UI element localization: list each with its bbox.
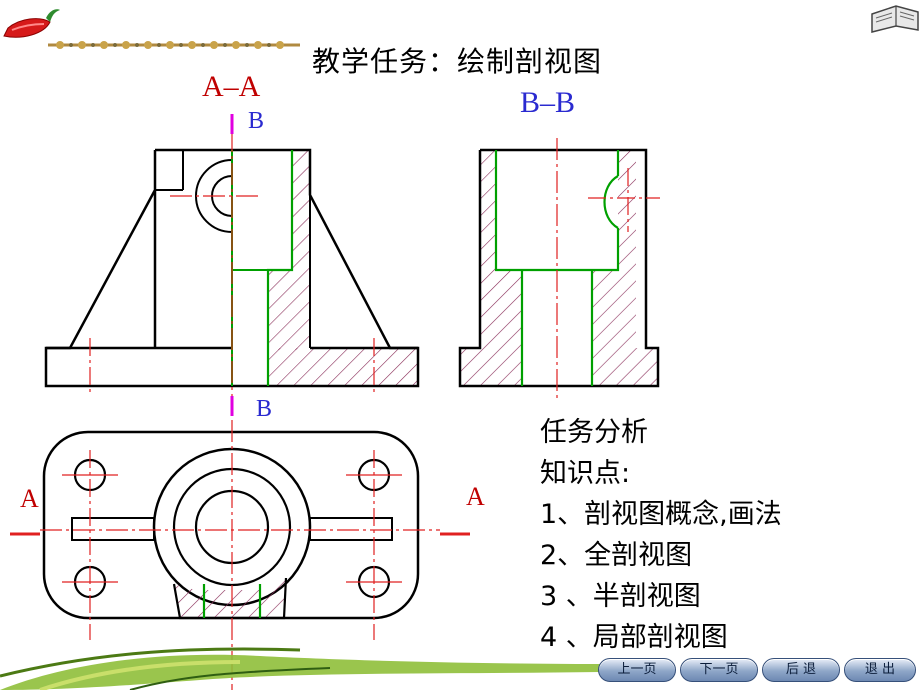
grass-decoration [0, 647, 620, 690]
knowledge-points-label: 知识点: [540, 458, 631, 489]
next-page-button[interactable]: 下一页 [680, 658, 758, 682]
front-section-view-aa [44, 114, 420, 416]
task-analysis-panel: 任务分析 知识点: 1、剖视图概念,画法 2、全剖视图 3 、半剖视图 4 、局… [540, 412, 782, 658]
knowledge-item: 2、全剖视图 [540, 540, 693, 571]
exit-button[interactable]: 退 出 [844, 658, 916, 682]
cut-label-a-right: A [466, 482, 485, 511]
section-label-bb: B–B [520, 86, 576, 119]
analysis-heading: 任务分析 [540, 417, 648, 448]
book-icon [871, 5, 919, 33]
side-section-view-bb [458, 138, 660, 400]
header-decoration [3, 5, 919, 49]
knowledge-item: 4 、局部剖视图 [540, 622, 728, 653]
back-button[interactable]: 后 退 [762, 658, 840, 682]
page-title: 教学任务：绘制剖视图 [312, 45, 603, 78]
chili-pepper-icon [3, 9, 60, 38]
section-label-aa: A–A [202, 70, 261, 103]
cut-label-a-left: A [20, 484, 39, 513]
prev-page-button[interactable]: 上一页 [598, 658, 676, 682]
knowledge-item: 1、剖视图概念,画法 [540, 499, 782, 530]
cut-label-b-top: B [248, 108, 265, 134]
knowledge-item: 3 、半剖视图 [540, 581, 701, 612]
cut-label-b-bottom: B [256, 396, 273, 422]
garland-divider [48, 41, 300, 49]
top-view [10, 420, 470, 690]
